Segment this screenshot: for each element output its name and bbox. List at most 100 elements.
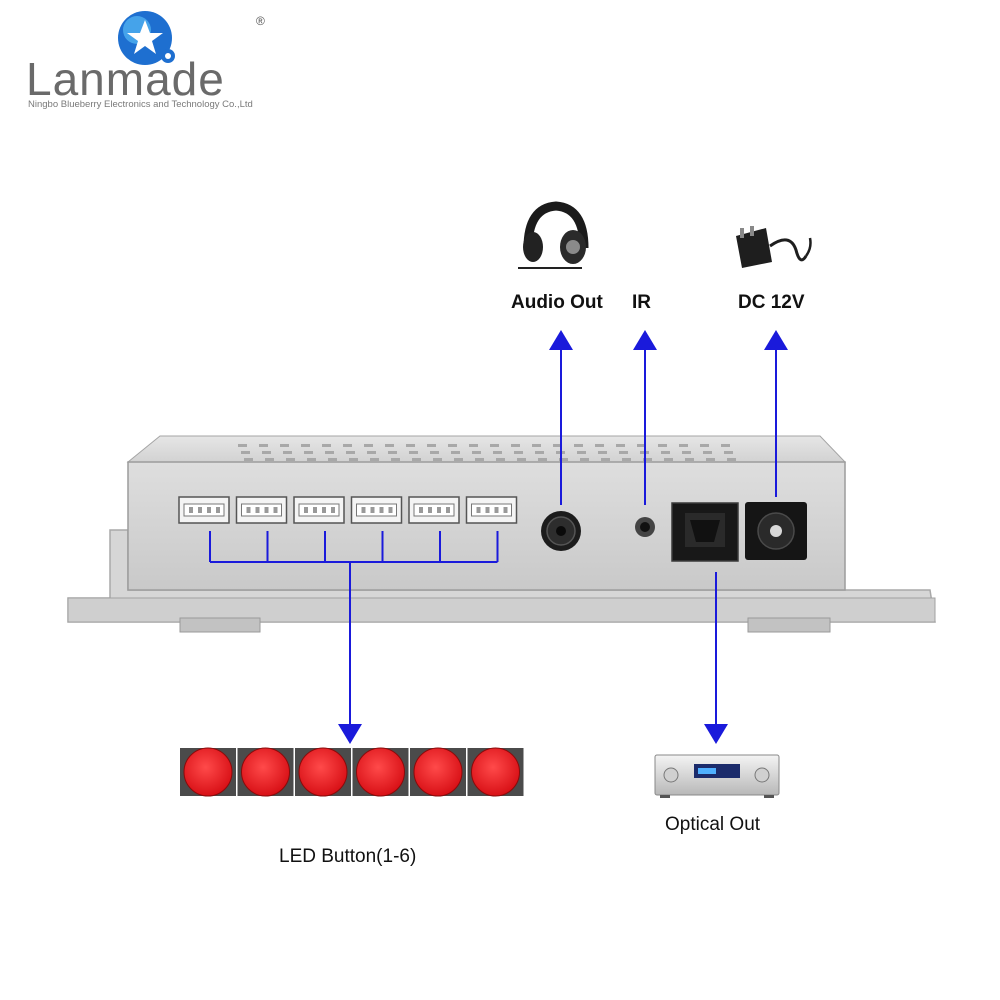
vent-hole [469,444,478,447]
vent-hole [682,451,691,454]
led-button-1[interactable] [180,747,236,797]
vent-hole [304,451,313,454]
led-button-2[interactable] [237,747,294,797]
vent-hole [559,458,568,461]
vent-hole [346,451,355,454]
optical-out-port[interactable] [671,502,739,562]
led-connector-3[interactable] [293,496,345,524]
logo-mark-icon [118,11,175,65]
audio-out-jack[interactable] [541,511,581,551]
vent-hole [433,458,442,461]
led-connector-bracket [209,531,499,563]
vent-hole [679,444,688,447]
vent-hole [370,458,379,461]
led-button-3[interactable] [295,747,351,797]
vent-hole [388,451,397,454]
led-button-5[interactable] [410,747,466,797]
registered-mark: ® [256,14,265,28]
vent-hole [475,458,484,461]
company-name: Ningbo Blueberry Electronics and Technol… [28,99,253,110]
vent-hole [391,458,400,461]
vent-hole [517,458,526,461]
ir-receiver-port[interactable] [635,517,655,537]
dc-power-jack[interactable] [745,502,807,560]
vent-hole [244,458,253,461]
vent-hole [685,458,694,461]
vent-hole [364,444,373,447]
vent-hole [472,451,481,454]
vent-hole [283,451,292,454]
vent-hole [454,458,463,461]
vent-hole [700,444,709,447]
vent-hole [595,444,604,447]
vent-hole [619,451,628,454]
vent-hole [343,444,352,447]
dc-power-label: DC 12V [738,292,805,313]
vent-hole [385,444,394,447]
vent-hole [727,458,736,461]
vent-hole [451,451,460,454]
power-adapter-icon [736,226,812,268]
vent-hole [328,458,337,461]
led-buttons-label: LED Button(1-6) [279,846,417,867]
vent-hole [238,444,247,447]
vent-hole [658,444,667,447]
vent-hole [622,458,631,461]
led-connector-ports [178,496,518,524]
vent-hole [574,444,583,447]
vent-hole [262,451,271,454]
vent-hole [409,451,418,454]
vent-hole [325,451,334,454]
vent-hole [496,458,505,461]
vent-hole [280,444,289,447]
brand-name: Lanmade [26,53,225,105]
vent-hole [493,451,502,454]
vent-hole [601,458,610,461]
led-buttons-row [180,747,524,797]
vent-hole [259,444,268,447]
vent-hole [724,451,733,454]
vent-hole [598,451,607,454]
vent-hole [301,444,310,447]
vent-hole [580,458,589,461]
vent-hole [577,451,586,454]
led-connector-1[interactable] [178,496,230,524]
vent-hole [703,451,712,454]
optical-out-label: Optical Out [665,814,761,835]
vent-hole [241,451,250,454]
audio-out-label: Audio Out [511,292,603,313]
led-connector-4[interactable] [350,496,403,524]
vent-hole [721,444,730,447]
vent-hole [322,444,331,447]
vent-hole [511,444,520,447]
headphones-icon [518,201,589,269]
led-connector-5[interactable] [408,496,460,524]
vent-hole [286,458,295,461]
mounting-plate [67,529,936,633]
led-button-6[interactable] [467,747,524,797]
vent-hole [553,444,562,447]
vent-hole [514,451,523,454]
vent-hole [349,458,358,461]
amplifier-icon [654,754,780,798]
vent-hole [430,451,439,454]
vent-hole [535,451,544,454]
vent-hole [532,444,541,447]
vent-hole [406,444,415,447]
led-connector-6[interactable] [465,496,518,524]
vent-hole [664,458,673,461]
vent-hole [367,451,376,454]
vent-hole [616,444,625,447]
vent-hole [427,444,436,447]
vent-hole [307,458,316,461]
vent-hole [706,458,715,461]
led-button-4[interactable] [352,747,409,797]
vent-hole [637,444,646,447]
vent-hole [412,458,421,461]
vent-hole [661,451,670,454]
vent-hole [538,458,547,461]
device-housing [126,435,847,591]
vent-hole [490,444,499,447]
led-connector-2[interactable] [235,496,288,524]
